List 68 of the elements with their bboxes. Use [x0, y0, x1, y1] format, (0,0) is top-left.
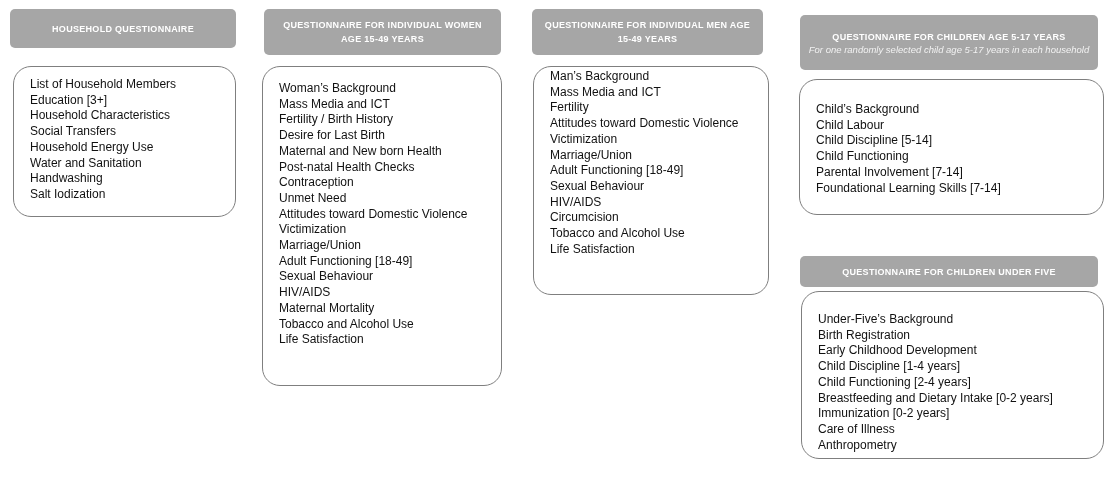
- list-item: Mass Media and ICT: [550, 84, 662, 101]
- list-item: Fertility / Birth History: [279, 112, 394, 129]
- list-item: Child’s Background: [816, 102, 921, 118]
- list-item: Child Discipline [1-4 years]: [818, 359, 962, 375]
- list-item: Circumcision: [550, 210, 620, 227]
- list-item: Sexual Behaviour: [279, 269, 375, 286]
- list-item: Tobacco and Alcohol Use: [550, 226, 686, 242]
- list-item: Unmet Need: [279, 190, 348, 207]
- list-item: Maternal and New born Health: [279, 143, 443, 160]
- module-list-box: [533, 66, 769, 295]
- list-item: Contraception: [279, 175, 355, 191]
- list-item: Maternal Mortality: [279, 300, 376, 317]
- list-item: Victimization: [279, 222, 348, 239]
- list-item: Life Satisfaction: [550, 241, 636, 258]
- header-title: QUESTIONNAIRE FOR INDIVIDUAL MEN AGE 15-49 YEARS: [543, 19, 752, 46]
- list-item: Man’s Background: [550, 69, 651, 85]
- list-item: HIV/AIDS: [279, 285, 332, 301]
- questionnaire-header: [532, 9, 763, 55]
- list-item: Tobacco and Alcohol Use: [279, 316, 415, 333]
- list-item: Education [3+]: [30, 92, 109, 109]
- list-item: Marriage/Union: [550, 147, 634, 164]
- module-list-box: [799, 79, 1104, 215]
- list-item: Child Functioning: [816, 149, 910, 165]
- list-item: Foundational Learning Skills [7-14]: [816, 180, 1002, 197]
- list-item: Water and Sanitation: [30, 155, 143, 172]
- list-item: Adult Functioning [18-49]: [550, 163, 685, 179]
- list-item: List of Household Members: [30, 77, 178, 93]
- list-item: Child Functioning [2-4 years]: [818, 374, 972, 391]
- list-item: Salt Iodization: [30, 186, 107, 203]
- list-item: Adult Functioning [18-49]: [279, 253, 414, 270]
- header-title: HOUSEHOLD QUESTIONNAIRE: [51, 22, 195, 36]
- list-item: Breastfeeding and Dietary Intake [0-2 years]: [818, 390, 1054, 407]
- module-list-box: [262, 66, 502, 386]
- list-item: Anthropometry: [818, 437, 898, 454]
- list-item: Attitudes toward Domestic Violence: [279, 206, 469, 223]
- list-item: Marriage/Union: [279, 238, 363, 254]
- questionnaire-header: [800, 256, 1098, 287]
- header-title: QUESTIONNAIRE FOR CHILDREN UNDER FIVE: [841, 265, 1057, 279]
- header-title: QUESTIONNAIRE FOR INDIVIDUAL WOMEN AGE 15-49 YEARS: [282, 19, 483, 46]
- module-list-box: [801, 291, 1104, 459]
- list-item: Post-natal Health Checks: [279, 159, 416, 176]
- list-item: HIV/AIDS: [550, 194, 603, 211]
- header-note: For one randomly selected child age 5-17 years in each household: [808, 43, 1090, 56]
- list-item: Child Labour: [816, 117, 886, 134]
- list-item: Mass Media and ICT: [279, 96, 391, 113]
- list-item: Early Childhood Development: [818, 343, 978, 360]
- list-item: Under-Five’s Background: [818, 312, 955, 328]
- list-item: Handwashing: [30, 171, 104, 187]
- list-item: Sexual Behaviour: [550, 178, 646, 195]
- header-title: QUESTIONNAIRE FOR CHILDREN AGE 5-17 YEARS: [831, 30, 1067, 44]
- list-item: Parental Involvement [7-14]: [816, 164, 964, 181]
- questionnaire-header: [800, 15, 1098, 70]
- list-item: Life Satisfaction: [279, 332, 365, 348]
- list-item: Fertility: [550, 100, 590, 117]
- questionnaire-header: [10, 9, 236, 48]
- list-item: Household Characteristics: [30, 108, 172, 125]
- list-item: Household Energy Use: [30, 139, 155, 156]
- list-item: Child Discipline [5-14]: [816, 133, 934, 150]
- list-item: Victimization: [550, 131, 619, 148]
- questionnaire-header: [264, 9, 501, 55]
- list-item: Care of Illness: [818, 421, 896, 438]
- list-item: Attitudes toward Domestic Violence: [550, 116, 740, 132]
- list-item: Desire for Last Birth: [279, 128, 387, 144]
- list-item: Birth Registration: [818, 327, 912, 344]
- list-item: Social Transfers: [30, 124, 118, 140]
- module-list-box: [13, 66, 236, 217]
- list-item: Woman’s Background: [279, 81, 397, 97]
- list-item: Immunization [0-2 years]: [818, 406, 951, 422]
